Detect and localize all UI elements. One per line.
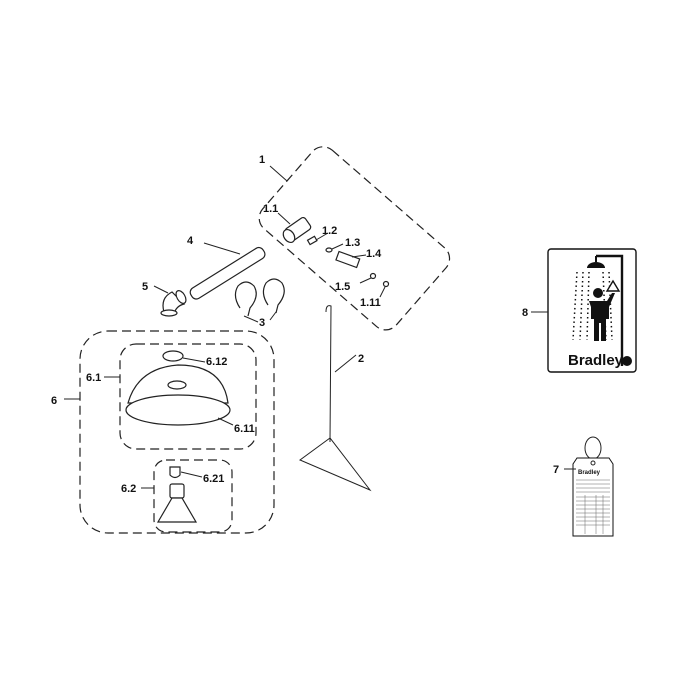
callout-4: 4 — [187, 235, 194, 247]
callout-1-2: 1.2 — [322, 225, 337, 237]
callout-1-3: 1.3 — [345, 237, 360, 249]
nozzle-6-2 — [156, 483, 198, 523]
callout-5: 5 — [142, 281, 148, 293]
callout-1: 1 — [259, 154, 265, 166]
showerhead-group-6 — [64, 330, 275, 534]
inspection-tag-part-7: Bradley — [564, 436, 614, 537]
washer-1-5 — [369, 272, 377, 280]
callout-6-12: 6.12 — [206, 356, 227, 368]
callout-1-11: 1.11 — [360, 297, 381, 309]
callout-1-1: 1.1 — [263, 203, 278, 215]
elbow-part-5 — [153, 285, 187, 317]
callout-8: 8 — [522, 307, 528, 319]
callout-6: 6 — [51, 395, 57, 407]
callout-6-2: 6.2 — [121, 483, 136, 495]
callout-1-5: 1.5 — [335, 281, 350, 293]
tag-brand-logo: Bradley — [578, 470, 601, 476]
callout-6-1: 6.1 — [86, 372, 101, 384]
pipe-part-4 — [189, 242, 266, 300]
sign-brand-logo: Bradley — [568, 352, 624, 369]
part-1-2 — [306, 235, 318, 246]
callout-labels: 1 1.1 1.2 1.3 1.4 1.5 1.11 2 3 4 5 6 6.1… — [51, 154, 559, 495]
plate-1-4 — [335, 250, 361, 269]
callout-6-21: 6.21 — [203, 473, 224, 485]
pull-rod-part-2 — [298, 305, 372, 492]
cap-6-21 — [169, 466, 181, 479]
callout-3: 3 — [259, 317, 265, 329]
clips-part-3 — [234, 278, 285, 323]
callout-7: 7 — [553, 464, 559, 476]
o-ring-1-3 — [325, 247, 333, 253]
callout-2: 2 — [358, 353, 364, 365]
screw-1-11 — [382, 280, 390, 288]
nut-6-12 — [162, 350, 184, 362]
callout-6-11: 6.11 — [234, 423, 255, 435]
kit-1-group — [258, 146, 451, 331]
callout-1-4: 1.4 — [366, 248, 382, 260]
valve-part-1-1 — [282, 216, 312, 244]
sign-part-8: Bradley — [531, 248, 637, 373]
